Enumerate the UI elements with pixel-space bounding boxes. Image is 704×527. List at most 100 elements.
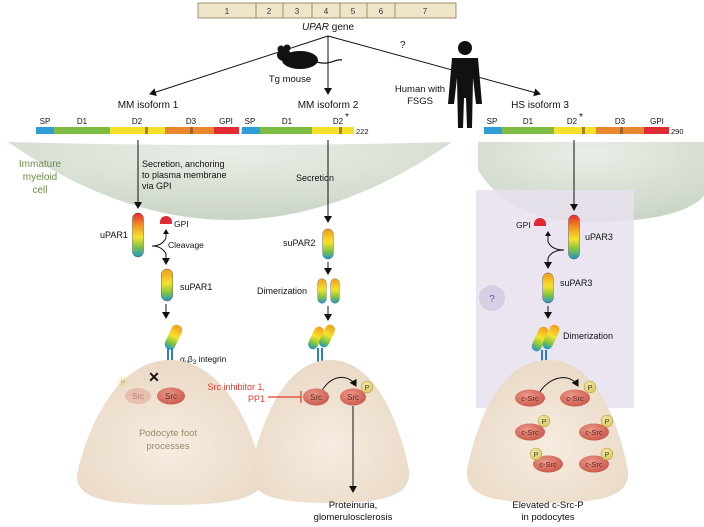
src-inhibitor-line2: PP1 [248,394,265,404]
exon-4-label: 4 [324,7,329,16]
podocyte-label-line2: processes [146,441,190,452]
isoform2-length: 222 [356,127,369,136]
isoform1-title: MM isoform 1 [118,100,179,111]
col2-phospho-label: P [365,385,370,392]
human-fsgs-line1: Human with [395,84,445,95]
col3-csrc-2 [560,389,590,407]
col2-src-active-label: Src [347,393,359,402]
col1-cleavage-fork [151,232,167,255]
col2-phospho [360,380,374,394]
isoform1-sp-label: SP [40,117,51,126]
upar1-receptor [132,212,144,258]
upar3-label: uPAR3 [585,232,613,242]
col3-csrc-1-label: c-Src [521,394,539,403]
supar3-label: suPAR3 [560,278,592,288]
isoform2-sp-label: SP [245,117,256,126]
gene-branch-arrows [149,35,541,97]
podocyte-label-line1: Podocyte foot [139,428,197,439]
col3-phospho-5-label: P [534,452,539,459]
supar2-dimer [317,278,340,304]
isoform3-star: * [579,112,583,123]
col3-outcome-line1: Elevated c-Src-P [512,500,583,511]
exon-1-label: 1 [225,7,230,16]
col2-dimerization-label: Dimerization [257,286,307,296]
podocyte-foot-process-2 [250,360,410,503]
supar3-soluble [542,272,554,304]
col3-dimerization-label: Dimerization [563,331,613,341]
isoform1-d1-label: D1 [77,117,88,126]
isoform3-d1-label: D1 [523,117,534,126]
col1-secretion-line1: Secretion, anchoring [142,159,225,169]
col1-p-faded-label: P [121,380,126,387]
isoform2-d1-label: D1 [282,117,293,126]
upar3-receptor [568,214,580,260]
isoform1-d2-label: D2 [132,117,143,126]
supar2-label: suPAR2 [283,238,315,248]
isoform3-gpi-label: GPI [650,117,664,126]
col1-p-faded [117,376,129,388]
col3-phospho-6 [600,447,614,461]
col3-phospho-3-label: P [542,419,547,426]
supar1-label: suPAR1 [180,282,212,292]
col3-phospho-1 [583,380,597,394]
col1-secretion-line2: to plasma membrane [142,170,227,180]
podocyte-foot-process-1 [77,360,263,505]
human-fsgs-line2: FSGS [407,96,433,107]
col1-gpi-fragment [160,216,172,222]
isoform2-title: MM isoform 2 [298,100,359,111]
col3-phospho-5 [529,447,543,461]
col3-csrc-5-label: c-Src [539,460,557,469]
col3-csrc-3 [515,423,545,441]
tg-mouse-label: Tg mouse [269,74,311,85]
col1-src-label: Src [165,392,177,401]
col2-secretion-label: Secretion [296,173,334,183]
col2-src-inactive [303,388,329,406]
col2-src-active [340,388,366,406]
inhibition-bar [268,391,302,403]
col3-activation-arrow [537,377,579,396]
col3-csrc-6-label: c-Src [585,460,603,469]
col3-phospho-4 [600,414,614,428]
col1-secretion-line3: via GPI [142,181,172,191]
exon-2-label: 2 [267,7,272,16]
isoform2-star: * [345,112,349,123]
gene-bar [197,2,457,19]
col3-unknown-mark: ? [489,294,495,305]
isoform3-length: 290 [671,127,684,136]
src-inhibitor-line1: Src inhibitor 1, [207,382,265,392]
col1-src [157,387,185,405]
isoform1-domain-bar: SP D1 D2 D3 GPI 327 [36,117,254,136]
cell-label-line3: cell [32,185,47,196]
col3-outcome-line2: in podocytes [521,512,575,523]
cell-label-line2: myeloid [23,172,57,183]
col3-csrc-3-label: c-Src [521,428,539,437]
col3-csrc-4-label: c-Src [585,428,603,437]
immature-myeloid-cell [8,142,452,220]
col1-src-faded-label: Src [132,392,144,401]
col2-outcome-line1: Proteinuria, [329,500,378,511]
col3-csrc-6 [579,455,609,473]
col1-cleavage-label: Cleavage [168,240,204,250]
col3-gpi-fragment [534,218,546,224]
exon-7-label: 7 [423,7,428,16]
col1-block-cross: ✕ [148,369,160,385]
exon-5-label: 5 [351,7,356,16]
col3-csrc-1 [515,389,545,407]
col3-csrc-2-label: c-Src [566,394,584,403]
isoform2-d2-label: D2 [333,117,344,126]
col3-phospho-3 [537,414,551,428]
upar1-label: uPAR1 [100,230,128,240]
col1-gpi-label: GPI [174,219,189,229]
col2-outcome-line2: glomerulosclerosis [314,512,393,523]
col3-phospho-4-label: P [605,419,610,426]
human-icon [448,41,482,128]
isoform1-gpi-label: GPI [219,117,233,126]
supar2-soluble [322,228,334,260]
cell-label-line1: Immature [19,159,62,170]
exon-6-label: 6 [379,7,384,16]
mouse-icon [277,44,343,69]
isoform1-d3-label: D3 [186,117,197,126]
isoform3-sp-label: SP [487,117,498,126]
isoform2-domain-bar: SP D1 D2 * 222 [242,112,369,136]
